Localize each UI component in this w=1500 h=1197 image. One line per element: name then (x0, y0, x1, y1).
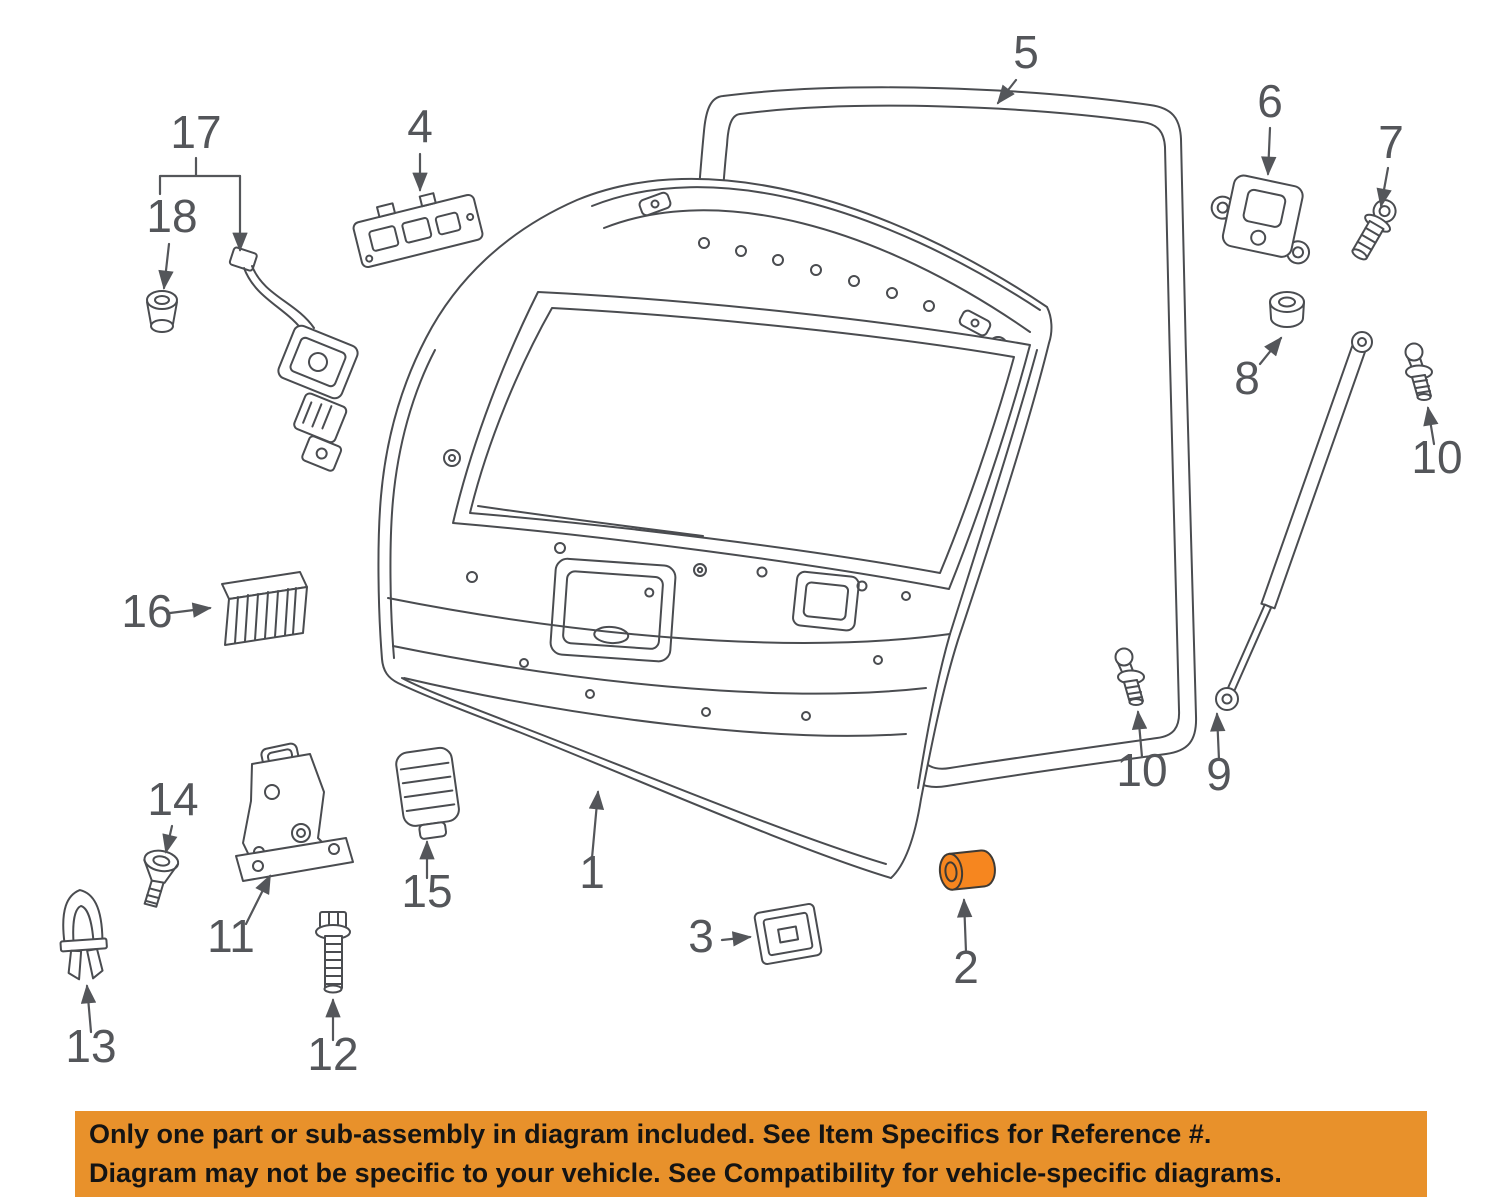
leader-9 (1210, 712, 1226, 762)
notice-line-2: Diagram may not be specific to your vehi… (89, 1158, 1282, 1188)
highlighted-bumper-part2 (938, 849, 996, 891)
vent-part16 (221, 571, 308, 646)
leader-10b (1131, 710, 1148, 759)
callout-11: 11 (207, 910, 255, 962)
latch-part6 (1210, 174, 1311, 265)
callout-3: 3 (688, 910, 714, 962)
cushion-part15 (395, 746, 460, 840)
ball-stud-part10-upper (1404, 342, 1433, 401)
callout-5: 5 (1013, 26, 1039, 78)
camera-assembly-part17 (228, 246, 359, 472)
leader-3 (720, 931, 752, 947)
clip-part3 (753, 902, 823, 966)
callout-14: 14 (147, 773, 198, 825)
leader-14 (162, 824, 178, 854)
leader-11 (244, 874, 272, 926)
callout-15: 15 (401, 865, 452, 917)
leader-6 (1261, 126, 1277, 176)
callout-10-upper: 10 (1411, 431, 1462, 483)
leader-18 (158, 242, 174, 290)
callout-9: 9 (1206, 748, 1232, 800)
callout-12: 12 (307, 1028, 358, 1080)
leader-lines (80, 78, 1439, 1042)
clip-part13 (59, 889, 108, 981)
tailgate-part1 (377, 177, 1053, 879)
leader-10a (1423, 406, 1439, 446)
latch-bracket-part11 (235, 742, 354, 882)
callout-2: 2 (953, 941, 979, 993)
cap-nut-part8 (1269, 291, 1305, 328)
bolt-part7 (1351, 199, 1397, 261)
callout-1: 1 (579, 846, 605, 898)
leader-7 (1376, 166, 1392, 208)
grommet-part18 (146, 290, 178, 333)
leader-16 (168, 602, 212, 618)
notice-line-1: Only one part or sub-assembly in diagram… (89, 1119, 1212, 1149)
bracket-part4 (352, 192, 484, 269)
part2-face (938, 852, 964, 891)
callout-13: 13 (65, 1020, 116, 1072)
callout-10-lower: 10 (1116, 744, 1167, 796)
callout-16: 16 (121, 585, 172, 637)
leader-17-bracket (158, 156, 242, 196)
bolt-part12 (315, 911, 351, 994)
leader-5 (996, 78, 1018, 105)
callout-7: 7 (1378, 116, 1404, 168)
callout-18: 18 (146, 190, 197, 242)
leader-13 (80, 984, 97, 1034)
callout-8: 8 (1234, 352, 1260, 404)
notice-banner: Only one part or sub-assembly in diagram… (75, 1111, 1427, 1197)
gas-strut-part9 (1215, 331, 1373, 711)
ball-stud-part10-lower (1114, 647, 1145, 706)
screw-part14 (143, 849, 180, 908)
callout-17: 17 (170, 106, 221, 158)
leader-1 (588, 790, 605, 860)
callout-labels: 1 2 3 4 5 6 7 8 9 10 10 11 12 13 14 15 1… (65, 26, 1462, 1080)
leader-8 (1258, 336, 1283, 366)
callout-4: 4 (407, 100, 433, 152)
leader-2 (956, 898, 973, 954)
callout-6: 6 (1257, 75, 1283, 127)
